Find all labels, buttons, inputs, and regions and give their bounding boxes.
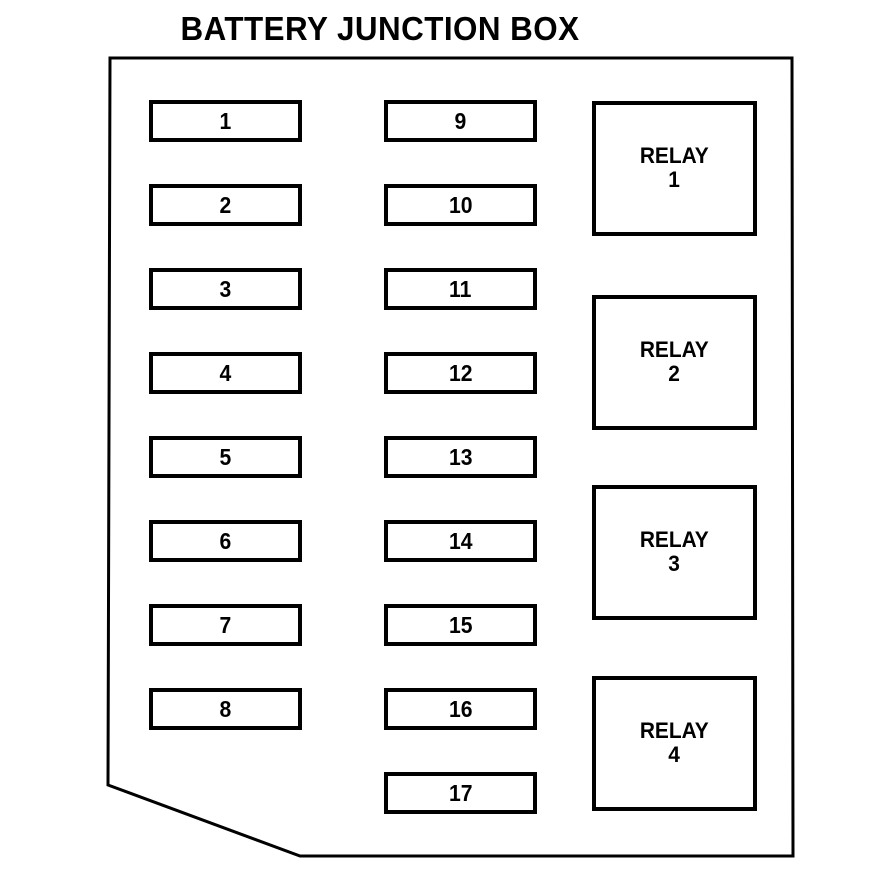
- fuse-slot-label: 5: [219, 443, 232, 470]
- fuse-slot-17[interactable]: 17: [384, 772, 537, 814]
- fuse-slot-11[interactable]: 11: [384, 268, 537, 310]
- fuse-slot-label: 4: [219, 359, 232, 386]
- fuse-slot-5[interactable]: 5: [149, 436, 302, 478]
- relay-name-label: RELAY: [640, 717, 709, 743]
- fuse-slot-label: 3: [219, 275, 232, 302]
- fuse-slot-label: 10: [448, 191, 473, 218]
- fuse-slot-9[interactable]: 9: [384, 100, 537, 142]
- fuse-slot-13[interactable]: 13: [384, 436, 537, 478]
- relay-number-label: 4: [668, 741, 681, 767]
- fuse-slot-14[interactable]: 14: [384, 520, 537, 562]
- fuse-slot-1[interactable]: 1: [149, 100, 302, 142]
- fuse-slot-8[interactable]: 8: [149, 688, 302, 730]
- fuse-slot-label: 14: [448, 527, 473, 554]
- relay-name-label: RELAY: [640, 336, 709, 362]
- fuse-slot-2[interactable]: 2: [149, 184, 302, 226]
- fuse-slot-6[interactable]: 6: [149, 520, 302, 562]
- relay-number-label: 1: [668, 166, 681, 192]
- fuse-slot-label: 11: [449, 275, 472, 302]
- fuse-slot-label: 9: [454, 107, 467, 134]
- relay-number-label: 3: [668, 550, 681, 576]
- fuse-slot-label: 12: [448, 359, 473, 386]
- fuse-slot-label: 16: [448, 695, 473, 722]
- fuse-slot-label: 15: [448, 611, 473, 638]
- relay-name-label: RELAY: [640, 526, 709, 552]
- fuse-slot-3[interactable]: 3: [149, 268, 302, 310]
- relay-number-label: 2: [668, 360, 681, 386]
- fuse-slot-12[interactable]: 12: [384, 352, 537, 394]
- fuse-slot-7[interactable]: 7: [149, 604, 302, 646]
- fuse-slot-label: 13: [448, 443, 473, 470]
- fuse-slot-15[interactable]: 15: [384, 604, 537, 646]
- page-title: BATTERY JUNCTION BOX: [180, 10, 580, 47]
- fuse-slot-label: 6: [219, 527, 232, 554]
- fuse-slot-16[interactable]: 16: [384, 688, 537, 730]
- fuse-slot-label: 8: [219, 695, 232, 722]
- fuse-slot-label: 17: [448, 779, 473, 806]
- fuse-slot-label: 2: [219, 191, 232, 218]
- relay-name-label: RELAY: [640, 142, 709, 168]
- fuse-slot-10[interactable]: 10: [384, 184, 537, 226]
- fuse-slot-4[interactable]: 4: [149, 352, 302, 394]
- fuse-slot-label: 7: [219, 611, 232, 638]
- fuse-slot-label: 1: [219, 107, 232, 134]
